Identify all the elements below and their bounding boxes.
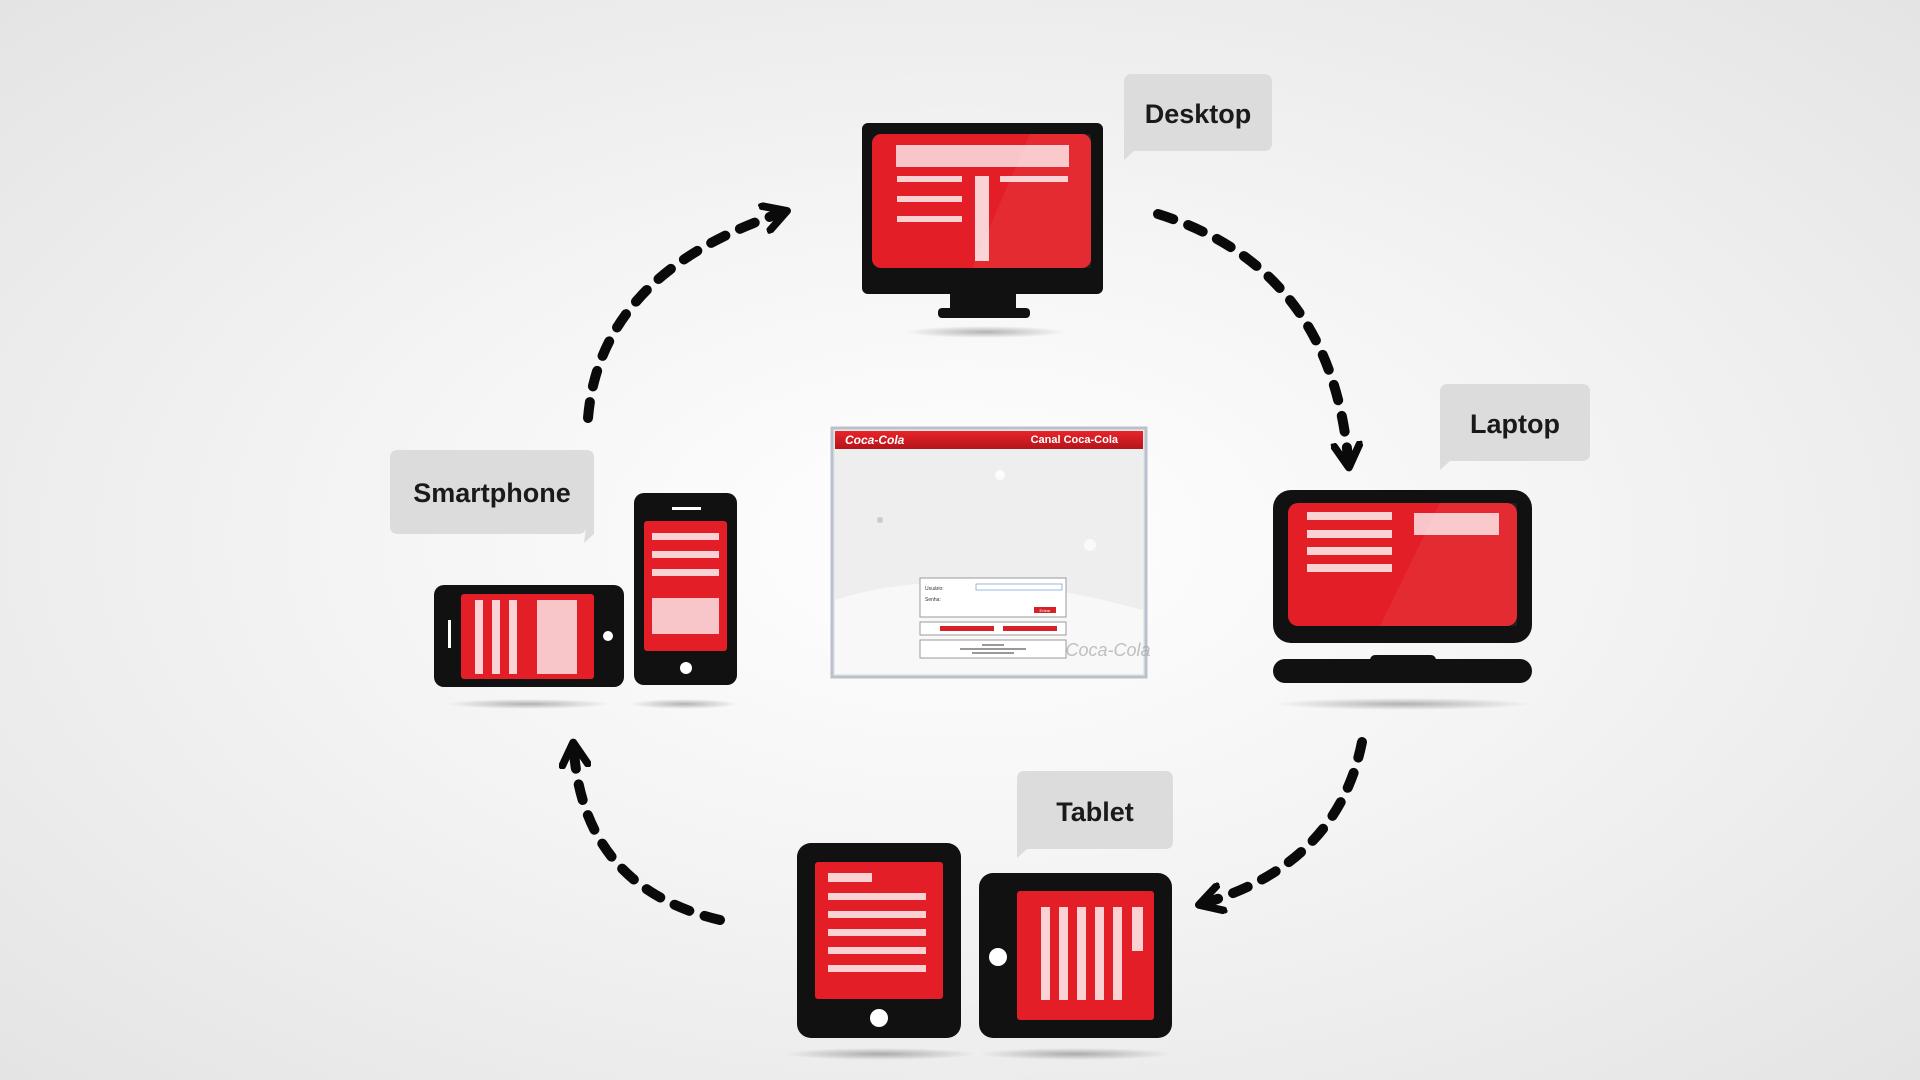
tablet-shadow	[784, 1048, 976, 1060]
mini-user-label: Usuário:	[925, 586, 944, 592]
tablet-shadow-2	[979, 1048, 1171, 1060]
laptop-label-bubble: Laptop	[1440, 384, 1590, 470]
desktop-shadow	[905, 326, 1065, 338]
arrow-desktop-to-laptop	[1153, 209, 1348, 458]
desktop-label-bubble: Desktop	[1124, 74, 1272, 160]
center-login-screenshot: Coca-Cola Canal Coca-Cola Usuário: Senha…	[830, 426, 1151, 679]
laptop-label: Laptop	[1470, 409, 1560, 439]
tablet-icon	[797, 843, 1172, 1038]
smartphone-icon	[434, 493, 737, 687]
cycle-arrows	[574, 209, 1367, 925]
smartphone-shadow-2	[630, 699, 738, 709]
desktop-monitor-icon	[862, 123, 1103, 318]
tablet-label: Tablet	[1056, 797, 1134, 827]
mini-watermark: Coca-Cola	[1065, 640, 1150, 660]
laptop-icon	[1273, 490, 1532, 683]
laptop-shadow	[1275, 698, 1531, 710]
mini-password-label: Senha:	[925, 597, 941, 603]
tablet-label-bubble: Tablet	[1017, 771, 1173, 858]
desktop-group: Desktop	[862, 74, 1272, 338]
tablet-group: Tablet	[784, 771, 1173, 1060]
mini-login-form: Usuário: Senha: Entrar	[919, 577, 1067, 618]
arrow-smartphone-to-desktop	[583, 214, 778, 423]
mini-title: Canal Coca-Cola	[1031, 434, 1119, 446]
arrow-laptop-to-tablet	[1208, 737, 1367, 902]
mini-login-button: Entrar	[1040, 608, 1052, 613]
mini-brand-logo: Coca-Cola	[845, 433, 905, 447]
smartphone-group: Smartphone	[390, 450, 738, 709]
laptop-group: Laptop	[1273, 384, 1590, 710]
smartphone-shadow	[446, 699, 610, 709]
desktop-label: Desktop	[1145, 99, 1252, 129]
smartphone-label-bubble: Smartphone	[390, 450, 594, 543]
smartphone-label: Smartphone	[413, 478, 571, 508]
arrow-tablet-to-smartphone	[574, 752, 725, 925]
